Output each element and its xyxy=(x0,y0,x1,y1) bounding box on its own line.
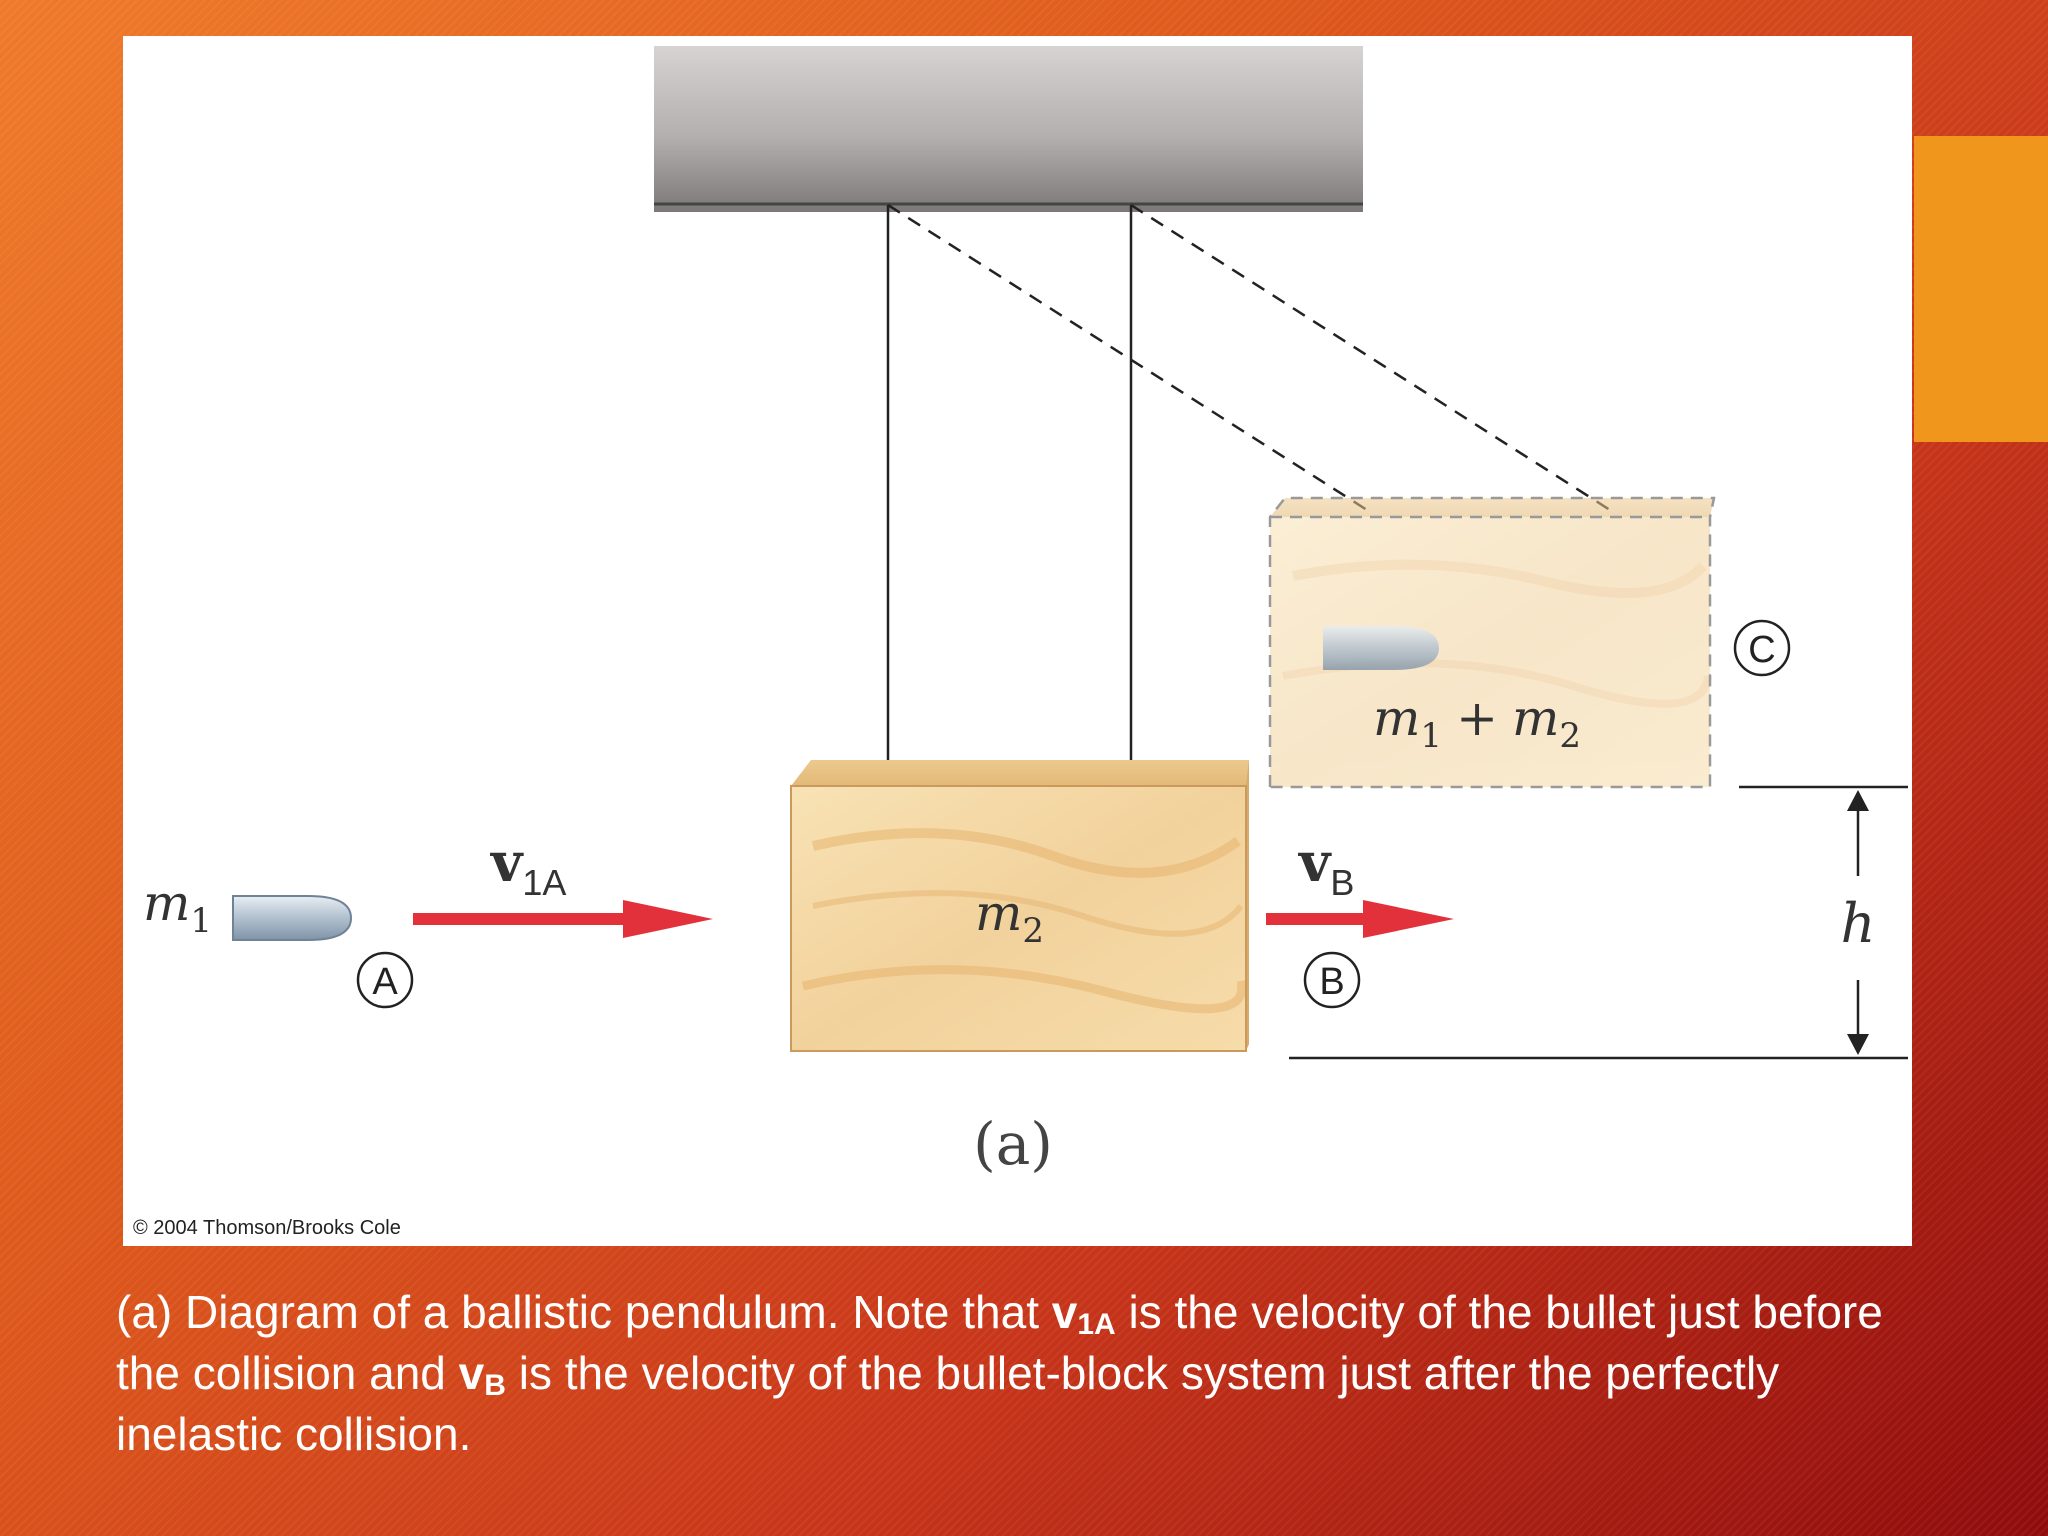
block-c-outline xyxy=(1268,496,1716,789)
height-marker xyxy=(1289,785,1908,1060)
point-b-label: B xyxy=(1319,961,1344,1003)
accent-bar xyxy=(1914,136,2048,442)
panel-tag: (a) xyxy=(973,1110,1053,1178)
ballistic-pendulum-diagram: A B C m1 m2 m1+m2 v1A vB h (a) © 2004 Th… xyxy=(133,46,1908,1239)
point-a-label: A xyxy=(372,961,398,1003)
caption-part-3: is the velocity of the bullet-block syst… xyxy=(116,1347,1780,1460)
point-c-circle xyxy=(1733,619,1791,677)
block-position-c xyxy=(1270,498,1714,787)
caption-part-1: (a) Diagram of a ballistic pendulum. Not… xyxy=(116,1286,1052,1338)
copyright-notice: © 2004 Thomson/Brooks Cole xyxy=(133,1217,401,1239)
label-h: h xyxy=(1841,892,1876,955)
label-m2: m2 xyxy=(975,884,1044,951)
point-a-circle xyxy=(356,951,414,1009)
string-left-swung xyxy=(887,203,1368,512)
label-vb: vB xyxy=(1298,830,1354,903)
label-m1-plus-m2: m1+m2 xyxy=(1373,689,1581,756)
embedded-bullet xyxy=(1323,626,1439,670)
caption: (a) Diagram of a ballistic pendulum. Not… xyxy=(116,1282,1916,1465)
point-c-label: C xyxy=(1748,629,1775,671)
caption-part-2: is the velocity of the bullet just befor… xyxy=(116,1286,1883,1399)
label-m1: m1 xyxy=(143,874,212,941)
block-m2 xyxy=(790,760,1249,1052)
diagram-panel: A B C m1 m2 m1+m2 v1A vB h (a) © 2004 Th… xyxy=(123,36,1912,1246)
label-v1a: v1A xyxy=(490,830,566,903)
velocity-arrow-b xyxy=(1266,900,1454,938)
bullet-m1 xyxy=(232,895,353,941)
point-b-circle xyxy=(1303,951,1361,1009)
caption-vb: vB xyxy=(458,1347,506,1402)
ceiling-support xyxy=(654,46,1363,212)
caption-v1a: v1A xyxy=(1051,1286,1116,1341)
string-right-swung xyxy=(1130,203,1611,512)
velocity-arrow-1a xyxy=(413,900,713,938)
